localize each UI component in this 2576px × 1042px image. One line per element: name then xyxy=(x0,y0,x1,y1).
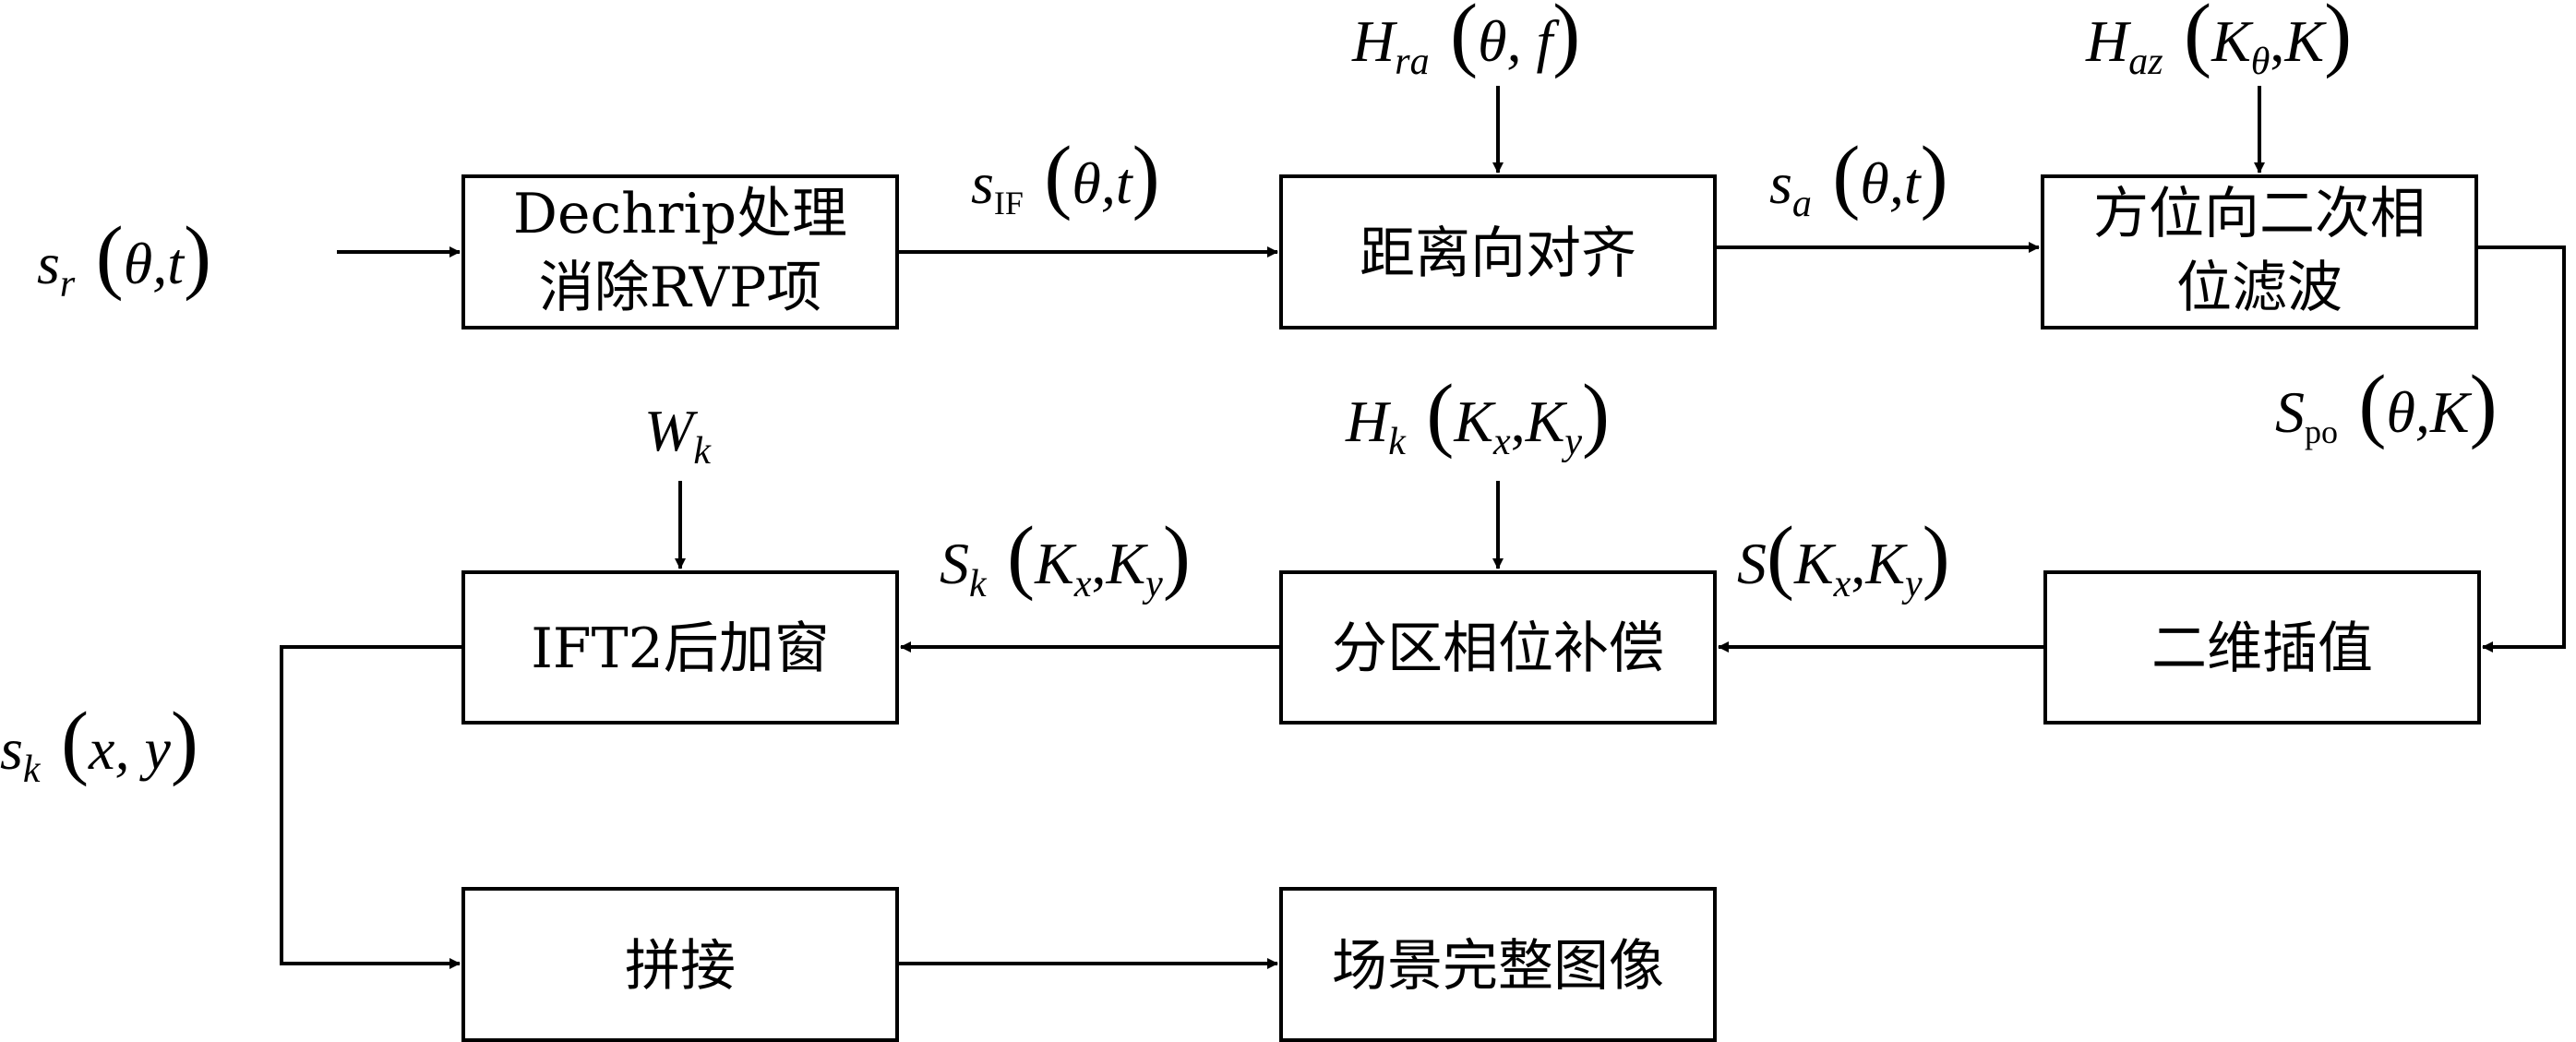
connectors xyxy=(280,86,2566,969)
box-ift2-window: IFT2后加窗 xyxy=(461,570,899,725)
box-subregion-phase: 分区相位补偿 xyxy=(1279,570,1717,725)
label-s-k-kxky: Sk (Kx,Ky) xyxy=(940,510,1191,605)
label-s-if: sIF (θ,t) xyxy=(971,130,1160,222)
box-ift2-window-label: IFT2后加窗 xyxy=(531,617,830,681)
box-azimuth-filter-line1: 方位向二次相 xyxy=(2093,182,2426,246)
label-h-k: Hk (Kx,Ky) xyxy=(1345,368,1610,463)
arrow-azimuth-to-interp2d xyxy=(2476,246,2566,653)
box-subregion-phase-label: 分区相位补偿 xyxy=(1332,617,1664,681)
box-azimuth-filter-line2: 位滤波 xyxy=(2176,256,2342,320)
box-full-image: 场景完整图像 xyxy=(1279,887,1717,1042)
box-range-align: 距离向对齐 xyxy=(1279,174,1717,329)
label-w-k: Wk xyxy=(644,398,712,473)
box-range-align-label: 距离向对齐 xyxy=(1360,222,1636,286)
arrow-ift2-to-stitch xyxy=(280,645,463,969)
label-s-a: sa (θ,t) xyxy=(1769,130,1948,225)
label-s-k-xy: sk (x, y) xyxy=(0,696,198,791)
box-azimuth-filter: 方位向二次相 位滤波 xyxy=(2041,174,2478,329)
box-interp2d: 二维插值 xyxy=(2043,570,2481,725)
box-full-image-label: 场景完整图像 xyxy=(1332,934,1664,999)
box-interp2d-label: 二维插值 xyxy=(2151,617,2373,681)
label-s-kxky: S(Kx,Ky) xyxy=(1737,510,1950,605)
box-dechirp-line1: Dechrip处理 xyxy=(513,182,847,246)
box-stitch: 拼接 xyxy=(461,887,899,1042)
label-h-az: Haz (Kθ,K) xyxy=(2085,0,2352,83)
label-s-po: Spo (θ,K) xyxy=(2275,359,2498,450)
label-h-ra: Hra (θ, f) xyxy=(1351,0,1580,83)
box-dechirp: Dechrip处理 消除RVP项 xyxy=(461,174,899,329)
label-s-r: sr (θ,t) xyxy=(37,210,211,305)
box-dechirp-line2: 消除RVP项 xyxy=(539,256,822,320)
box-stitch-label: 拼接 xyxy=(625,934,736,999)
